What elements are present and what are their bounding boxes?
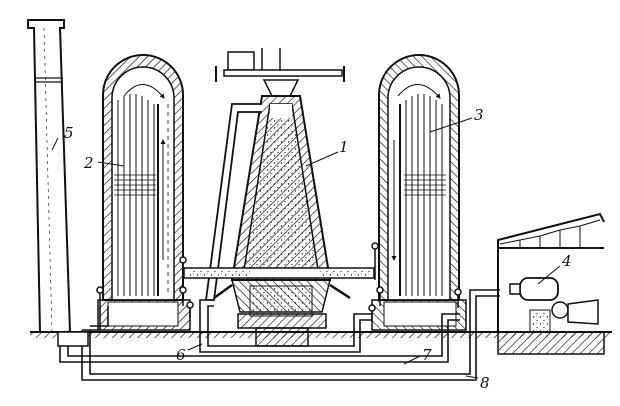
label-1: 1 [339, 138, 349, 156]
label-3: 3 [474, 106, 484, 124]
label-8: 8 [480, 374, 490, 392]
valves [96, 242, 462, 322]
callout-labels: 1 2 3 4 5 6 7 8 [64, 106, 572, 392]
label-5: 5 [64, 124, 74, 142]
label-4: 4 [561, 252, 572, 270]
leader-lines [51, 117, 561, 379]
bustle-pipe-platform [183, 267, 375, 300]
label-7: 7 [422, 346, 432, 364]
chimney [27, 19, 72, 333]
label-2: 2 [83, 154, 94, 172]
left-hot-blast-stove [97, 54, 191, 331]
blower-house [497, 212, 605, 355]
blast-furnace [204, 48, 345, 347]
right-hot-blast-stove [371, 54, 467, 331]
flue-pipes [57, 289, 500, 381]
label-6: 6 [176, 346, 186, 364]
